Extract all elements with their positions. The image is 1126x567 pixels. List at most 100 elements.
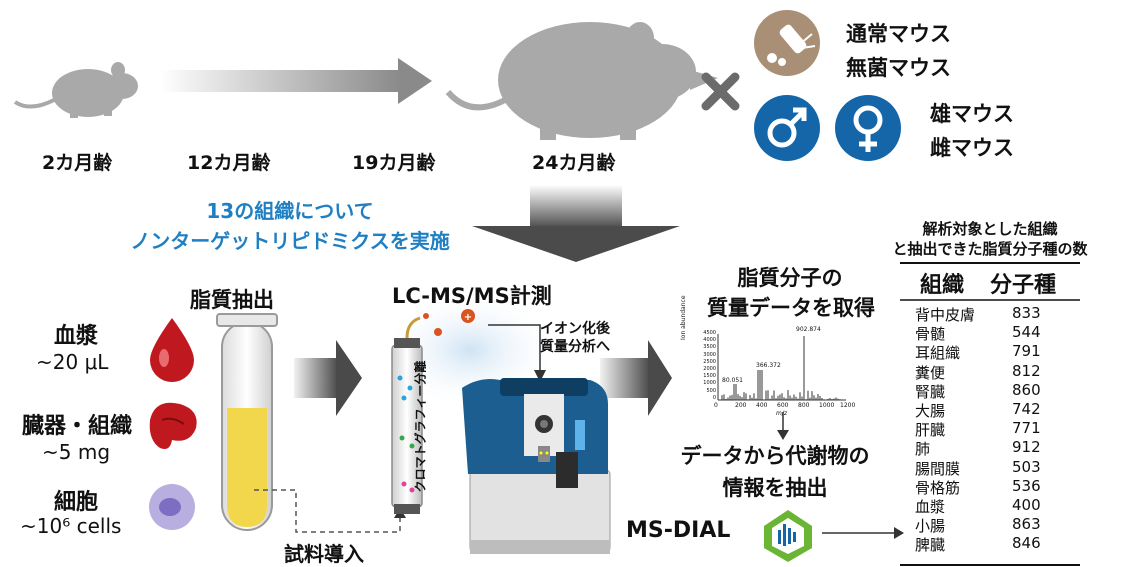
lcms-title: LC-MS/MS計測 (392, 284, 552, 308)
table-row: 肝臓 771 (915, 419, 1055, 440)
spectrum-y-tick: 3500 (703, 344, 716, 351)
lipid-count: 400 (1012, 496, 1041, 514)
male-symbol-icon (754, 95, 820, 161)
spectrum-y-tick: 2500 (703, 358, 716, 365)
spectrum-peak-label: 366.372 (756, 362, 781, 369)
tissue-name: 骨髄 (915, 325, 946, 344)
spectrum-y-tick: 0 (712, 394, 716, 401)
spectrum-xlabel: m/z (776, 410, 788, 417)
spectrum-y-tick: 2000 (703, 366, 716, 372)
lipid-count: 503 (1012, 457, 1041, 476)
tissue-name: 糞便 (915, 363, 946, 382)
lipid-extraction-title: 脂質抽出 (190, 288, 274, 312)
mass-data-line1: 脂質分子の (737, 266, 843, 290)
test-tube-icon (216, 313, 278, 531)
ion-icon: + (423, 309, 475, 336)
lipid-count: 860 (1012, 380, 1041, 399)
table-row: 血漿 400 (915, 496, 1055, 516)
ms-dial-logo-icon (764, 510, 812, 562)
tissue-name: 脾臓 (915, 536, 946, 555)
sample-plasma-name: 血漿 (54, 324, 99, 349)
spectrum-peaks (721, 336, 841, 400)
growth-arrow-icon (160, 58, 432, 104)
tissue-name: 腸間膜 (915, 459, 961, 478)
table-arrow (822, 527, 904, 539)
lipid-count: 791 (1012, 342, 1041, 361)
microbe-icon (754, 10, 820, 76)
age-19m: 19カ月齢 (352, 152, 436, 174)
spectrum-x-tick: 200 (735, 402, 747, 409)
extract-info-line1: データから代謝物の (680, 444, 870, 468)
tissue-name: 腎臓 (915, 382, 946, 401)
tissue-name: 肝臓 (915, 421, 946, 440)
table-header-tissue: 組織 (920, 273, 965, 298)
spectrum-y-tick: 4000 (703, 337, 716, 344)
tissue-name: 小腸 (915, 517, 946, 536)
chromatography-label: クロマトグラフィー分離 (413, 360, 428, 493)
ionization-arrow (488, 324, 546, 382)
cell-icon (149, 484, 195, 530)
table-row: 小腸 863 (915, 515, 1055, 536)
mass-spectrometer-icon (462, 378, 611, 554)
age-12m: 12カ月齢 (187, 152, 271, 174)
cross-icon (701, 72, 740, 111)
lipid-count: 833 (1012, 304, 1041, 322)
blood-drop-icon (150, 318, 194, 382)
spectrum-y-tick: 4500 (703, 330, 716, 336)
down-arrow-icon (472, 185, 680, 262)
ionization-line1: イオン化後 (540, 321, 610, 337)
sample-cell-name: 細胞 (54, 490, 99, 515)
sample-organ-name: 臓器・組織 (22, 414, 133, 439)
tissue-name: 血漿 (915, 498, 946, 516)
spectrum-y-tick: 1500 (703, 373, 716, 380)
lipid-count: 863 (1012, 515, 1041, 534)
software-label: MS-DIAL (626, 518, 731, 543)
spectrum-x-tick: 1200 (840, 402, 856, 409)
study-note-line1: 13の組織について (206, 199, 374, 223)
tissue-name: 骨格筋 (915, 478, 961, 497)
right-arrow-2-icon (600, 340, 672, 416)
female-symbol-icon (835, 95, 901, 161)
table-row: 糞便 812 (915, 361, 1055, 382)
table-row: 骨髄 544 (915, 323, 1055, 344)
organ-icon (149, 402, 197, 449)
study-note-line2: ノンターゲットリピドミクスを実施 (130, 229, 450, 253)
sample-plasma-amount: ~20 μL (36, 350, 109, 374)
spectrum-x-tick: 600 (777, 402, 789, 409)
lipid-count: 812 (1012, 361, 1041, 380)
table-row: 大腸 742 (915, 400, 1055, 420)
tissue-name: 大腸 (915, 402, 946, 420)
lipid-count: 536 (1012, 476, 1041, 495)
tissue-name: 耳組織 (915, 344, 961, 363)
spectrum-y-tick: 1000 (703, 380, 716, 387)
ionization-line2: 質量分析へ (540, 339, 610, 355)
normal-mouse-label: 通常マウス (846, 22, 951, 46)
germ-free-mouse-label: 無菌マウス (846, 56, 951, 80)
sample-cell-amount: ~10⁶ cells (20, 514, 122, 538)
spectrum-x-tick: 1000 (819, 402, 835, 409)
spectrum-peak-label: 80.051 (722, 377, 743, 384)
spectrum-x-tick: 400 (756, 402, 768, 409)
chromatography-column-icon (391, 316, 423, 514)
spectrum-down-arrow (777, 412, 789, 440)
sample-organ-amount: ~5 mg (42, 440, 111, 464)
table-row: 骨格筋 536 (915, 476, 1055, 497)
mouse-large-icon (445, 22, 718, 140)
sample-injection-label: 試料導入 (284, 542, 364, 566)
spectrum-x-tick: 0 (714, 402, 718, 409)
lipid-count: 742 (1012, 400, 1041, 418)
svg-text:+: + (464, 312, 472, 323)
table-row: 腎臓 860 (915, 380, 1055, 401)
tissue-name: 肺 (915, 440, 931, 459)
lipid-count: 771 (1012, 419, 1041, 438)
male-mouse-label: 雄マウス (930, 102, 1014, 126)
mouse-small-icon (13, 62, 138, 118)
female-mouse-label: 雌マウス (930, 136, 1014, 160)
injection-line (254, 489, 401, 533)
table-header-count: 分子種 (990, 273, 1057, 298)
age-2m: 2カ月齢 (42, 152, 113, 174)
lipid-count: 544 (1012, 323, 1041, 342)
